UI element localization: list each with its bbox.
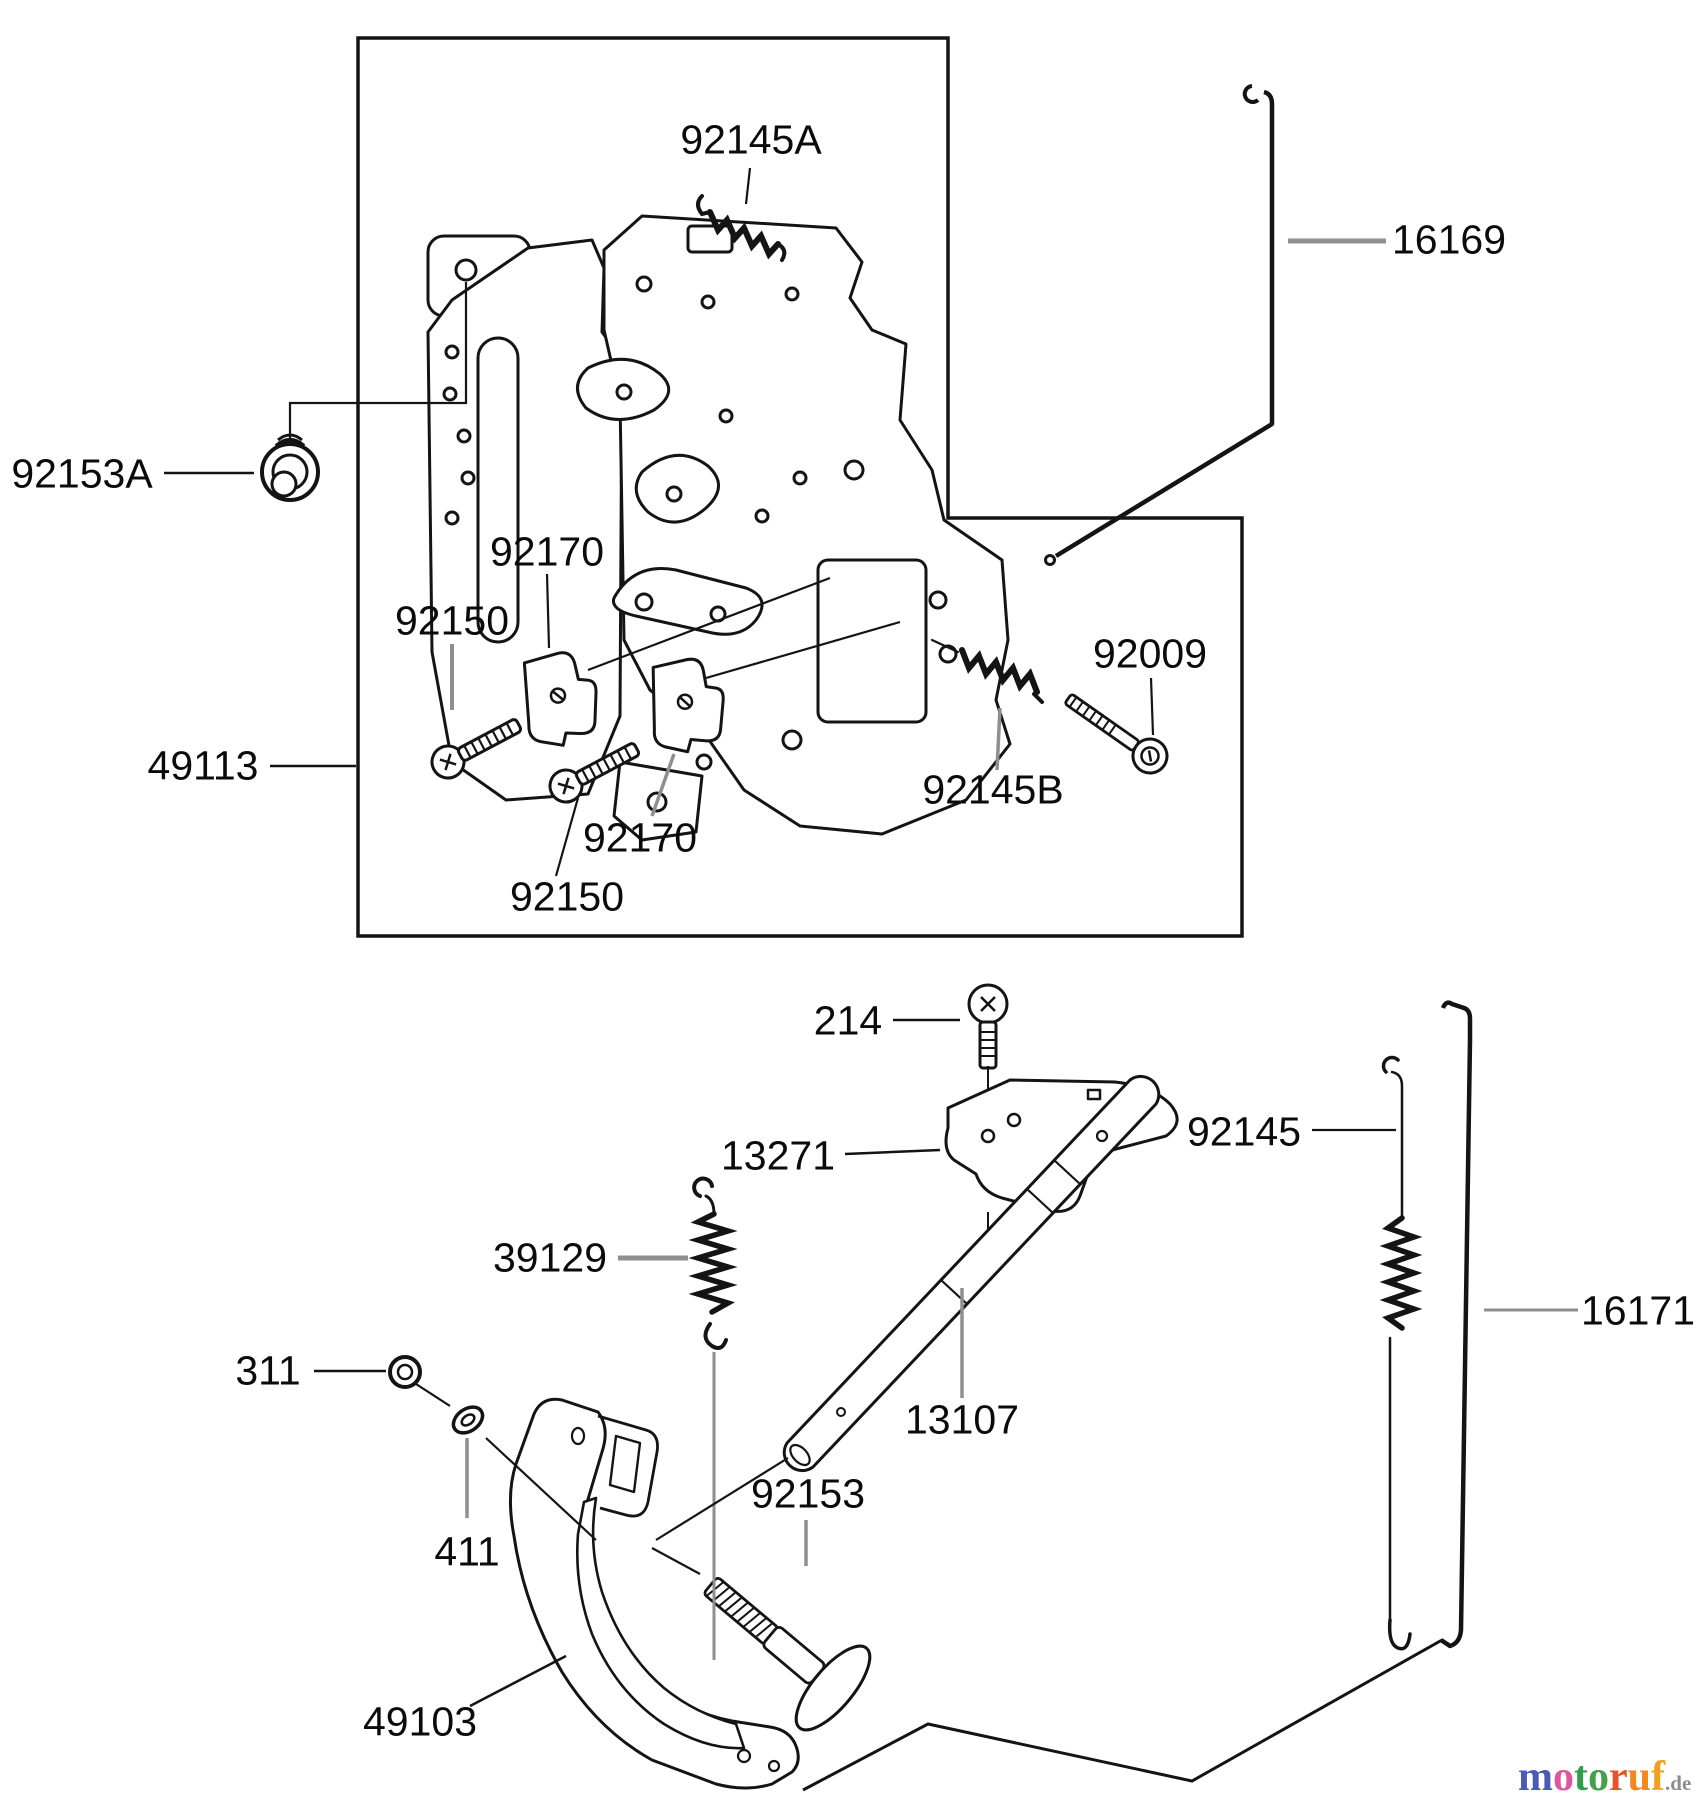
washer-411-sketch: [449, 1402, 488, 1438]
part-label-16169: 16169: [1391, 216, 1507, 263]
part-label-49103: 49103: [362, 1698, 478, 1745]
spring-39129-sketch: [694, 1179, 728, 1348]
part-label-411: 411: [434, 1528, 500, 1575]
screw-214-sketch: [969, 985, 1007, 1068]
leader-92153a-to-panel: [290, 282, 466, 438]
part-label-49113: 49113: [147, 742, 259, 789]
part-label-92145A: 92145A: [680, 116, 822, 163]
part-label-311: 311: [235, 1347, 301, 1394]
bolt-92153a-sketch: [262, 435, 318, 500]
leader-92150-bottom: [556, 798, 578, 876]
part-label-13107: 13107: [904, 1396, 1020, 1443]
part-label-92145: 92145: [1186, 1108, 1302, 1155]
spring-92145a-sketch: [698, 196, 784, 260]
part-label-16171: 16171: [1580, 1287, 1696, 1334]
upper-assembly-box-outline: [358, 38, 1242, 936]
watermark-letter: f: [1651, 1754, 1666, 1800]
leader-13271: [845, 1150, 940, 1154]
watermark-letter: o: [1588, 1754, 1609, 1800]
assembly-axis-lines-upper: [588, 578, 900, 678]
part-label-92170-bottom: 92170: [582, 814, 698, 861]
axis-311-411-lever: [416, 1384, 596, 1540]
axis-lever-to-rod: [652, 1458, 788, 1574]
shaft-13107-sketch: [784, 1076, 1159, 1470]
watermark-letter: u: [1627, 1754, 1652, 1800]
leader-92009: [1151, 678, 1153, 735]
clamp-92170-top-sketch: [521, 650, 601, 749]
rod-16171-sketch: [1441, 1003, 1470, 1646]
part-label-39129: 39129: [492, 1234, 608, 1281]
part-label-13271: 13271: [720, 1132, 836, 1179]
nut-311-sketch: [390, 1357, 420, 1387]
leader-92145b: [997, 708, 1000, 770]
watermark-letter: o: [1553, 1754, 1574, 1800]
motoruf-watermark: motoruf.de: [1518, 1756, 1691, 1798]
part-label-92145B: 92145B: [922, 766, 1064, 813]
lever-49103-sketch: [510, 1399, 798, 1788]
screw-92150-right-sketch: [544, 734, 644, 807]
part-label-92153: 92153: [750, 1470, 866, 1517]
leader-49103: [470, 1656, 566, 1706]
link-rod-16169-sketch: [1046, 86, 1273, 565]
watermark-letter: t: [1574, 1754, 1588, 1800]
watermark-letter: m: [1518, 1754, 1553, 1800]
watermark-letter: r: [1609, 1754, 1628, 1800]
part-label-92009: 92009: [1092, 630, 1208, 677]
part-label-92170-top: 92170: [489, 528, 605, 575]
part-label-92153A: 92153A: [11, 450, 153, 497]
spring-92145b-sketch: [932, 640, 1042, 702]
part-label-92150-top: 92150: [394, 597, 510, 644]
leader-92170-bottom: [652, 754, 674, 816]
screw-92009-sketch: [1058, 685, 1173, 780]
lower-group-outline: [803, 1640, 1442, 1790]
spring-92145-sketch: [1384, 1058, 1414, 1649]
clamp-92170-bottom-sketch: [651, 658, 726, 754]
leader-92145a: [746, 168, 750, 204]
screw-92150-left-sketch: [426, 710, 526, 783]
bolt-92153-sketch: [677, 1545, 882, 1740]
part-label-92150-bottom: 92150: [509, 873, 625, 920]
part-label-214: 214: [813, 997, 883, 1044]
watermark-tld: .de: [1665, 1771, 1692, 1795]
leader-92170-top: [547, 574, 549, 648]
